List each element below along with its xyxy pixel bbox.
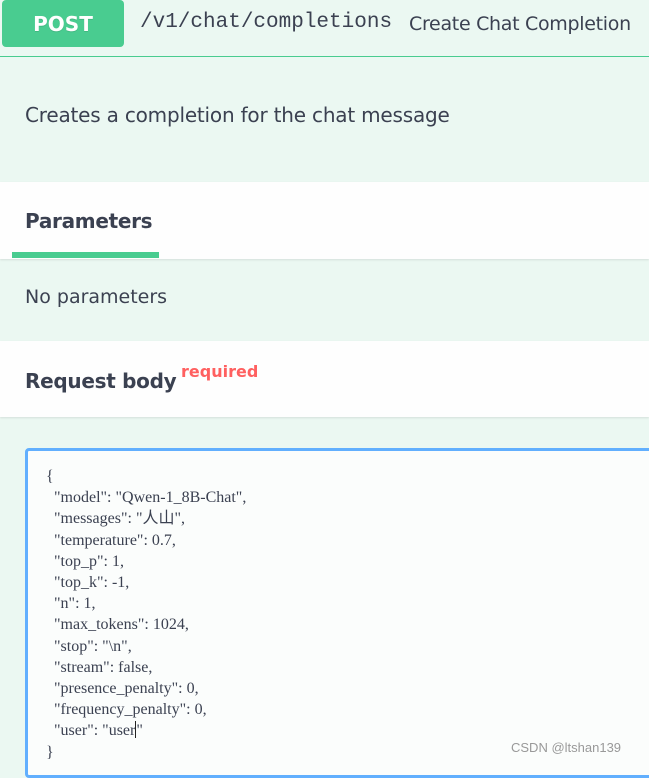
operation-summary-text: Create Chat Completion <box>409 13 631 35</box>
operation-description: Creates a completion for the chat messag… <box>25 103 450 127</box>
required-label: required <box>181 362 259 381</box>
request-body-header: Request body required <box>0 341 649 417</box>
watermark: CSDN @ltshan139 <box>511 740 622 755</box>
request-body-title: Request body <box>25 369 177 393</box>
no-parameters-text: No parameters <box>25 286 168 308</box>
operation-summary[interactable]: POST /v1/chat/completions Create Chat Co… <box>0 0 649 57</box>
request-body-content[interactable]: { "model": "Qwen-1_8B-Chat", "messages":… <box>46 468 247 761</box>
request-body-textarea[interactable]: { "model": "Qwen-1_8B-Chat", "messages":… <box>25 448 649 778</box>
active-tab-indicator <box>12 252 159 258</box>
tab-parameters[interactable]: Parameters <box>25 209 153 233</box>
method-badge: POST <box>2 0 124 47</box>
endpoint-path: /v1/chat/completions <box>140 11 393 34</box>
parameters-header: Parameters <box>0 182 649 259</box>
text-caret <box>135 721 137 739</box>
